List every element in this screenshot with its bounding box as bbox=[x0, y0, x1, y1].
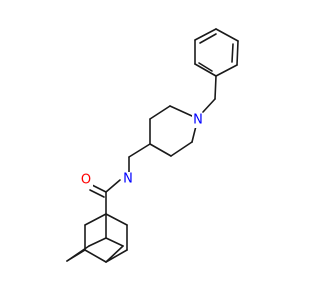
carbonyl-bond bbox=[91, 184, 107, 193]
structure-canvas: N N O bbox=[66, 28, 239, 263]
atom-oxygen: O bbox=[79, 172, 93, 188]
bond bbox=[105, 249, 128, 263]
benzene-ring bbox=[194, 28, 239, 77]
bond bbox=[105, 179, 121, 193]
bond bbox=[149, 105, 171, 120]
bond bbox=[215, 28, 239, 42]
bond bbox=[214, 75, 217, 100]
bond bbox=[170, 141, 193, 157]
carbonyl-bond bbox=[89, 189, 105, 198]
bond bbox=[169, 105, 193, 117]
atom-amide-nitrogen: N bbox=[121, 172, 136, 187]
oxygen-label: O bbox=[81, 173, 91, 188]
bond bbox=[149, 143, 172, 157]
bond bbox=[191, 125, 197, 143]
bond bbox=[66, 245, 90, 262]
atom-ring-nitrogen: N bbox=[192, 113, 204, 128]
bond bbox=[84, 213, 107, 226]
aromatic-bond bbox=[231, 43, 234, 63]
bond bbox=[105, 245, 124, 263]
molecule-drawing: N N O bbox=[66, 28, 239, 263]
aromatic-bond bbox=[198, 62, 213, 72]
bond bbox=[88, 237, 107, 247]
bond bbox=[128, 143, 151, 158]
adamantane-cage bbox=[66, 213, 128, 263]
bond bbox=[194, 63, 217, 77]
bond bbox=[84, 249, 107, 263]
bond bbox=[105, 213, 128, 226]
piperidine-ring bbox=[149, 105, 197, 157]
ring-nitrogen-label: N bbox=[193, 113, 203, 128]
bond bbox=[202, 98, 216, 113]
bond bbox=[194, 28, 217, 41]
bond bbox=[215, 64, 238, 77]
bond bbox=[105, 237, 124, 247]
bond bbox=[236, 40, 239, 66]
amide-nitrogen-label: N bbox=[123, 172, 133, 187]
aromatic-bond bbox=[199, 33, 217, 44]
